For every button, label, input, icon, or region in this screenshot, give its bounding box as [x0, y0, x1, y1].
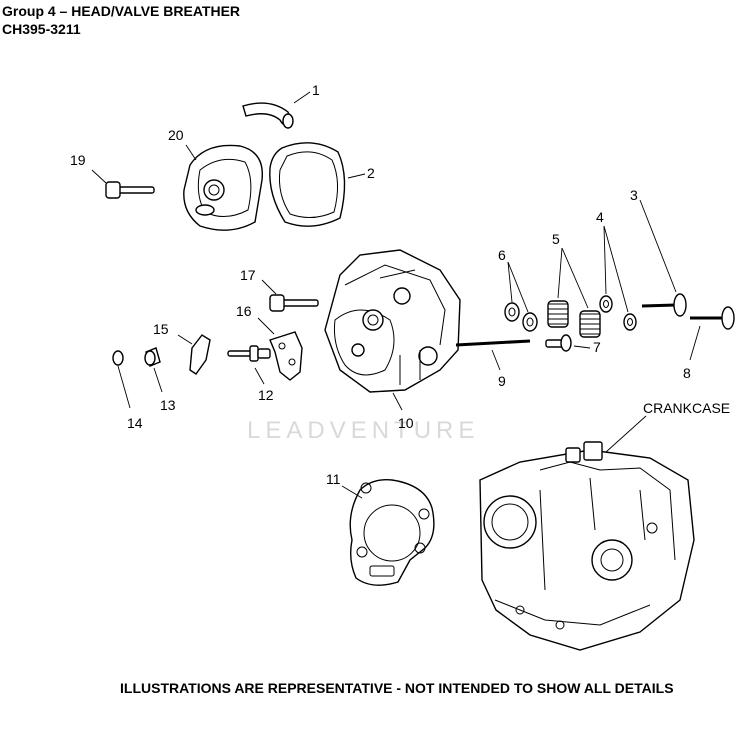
callout-8: 8 — [683, 365, 691, 381]
part-9-push-rod — [455, 339, 531, 347]
callout-11: 11 — [326, 471, 341, 487]
part-6-valve-retainers — [504, 302, 538, 332]
callout-1: 1 — [312, 82, 320, 98]
callout-5: 5 — [552, 231, 560, 247]
crankcase — [479, 441, 695, 651]
watermark-text: LEADVENTURE — [247, 417, 479, 444]
illustration-disclaimer: ILLUSTRATIONS ARE REPRESENTATIVE - NOT I… — [120, 680, 674, 696]
part-15-rocker-arm — [189, 334, 211, 375]
part-4-valve-caps — [599, 295, 637, 331]
callout-2: 2 — [367, 165, 375, 181]
callout-9: 9 — [498, 373, 506, 389]
part-11-head-gasket — [349, 479, 435, 586]
part-10-cylinder-head — [324, 249, 461, 393]
callout-13: 13 — [160, 397, 176, 413]
crankcase-label: CRANKCASE — [643, 400, 730, 416]
callout-15: 15 — [153, 321, 169, 337]
callout-20: 20 — [168, 127, 184, 143]
part-12-stud — [227, 345, 271, 362]
part-16-rocker-bridge — [269, 331, 303, 381]
callout-7: 7 — [593, 339, 601, 355]
callout-3: 3 — [630, 187, 638, 203]
part-2-valve-cover-gasket — [269, 142, 346, 227]
part-20-valve-cover — [183, 144, 264, 231]
model-number: CH395-3211 — [2, 21, 81, 37]
part-1-breather-hose — [242, 102, 294, 129]
callout-14: 14 — [127, 415, 143, 431]
callout-16: 16 — [236, 303, 252, 319]
part-5-valve-springs — [547, 300, 601, 338]
part-7-valve-lifter — [545, 334, 572, 352]
part-13-pivot — [144, 347, 161, 367]
callout-6: 6 — [498, 247, 506, 263]
callout-19: 19 — [70, 152, 86, 168]
callout-12: 12 — [258, 387, 274, 403]
part-8-intake-valve — [690, 306, 735, 330]
part-17-screw — [269, 294, 319, 312]
part-19-screw — [105, 181, 155, 199]
part-14-nut — [112, 350, 124, 366]
callout-17: 17 — [240, 267, 256, 283]
callout-4: 4 — [596, 209, 604, 225]
part-3-exhaust-valve — [641, 293, 687, 317]
diagram-title: Group 4 – HEAD/VALVE BREATHER — [2, 3, 241, 19]
callout-10: 10 — [398, 415, 414, 431]
